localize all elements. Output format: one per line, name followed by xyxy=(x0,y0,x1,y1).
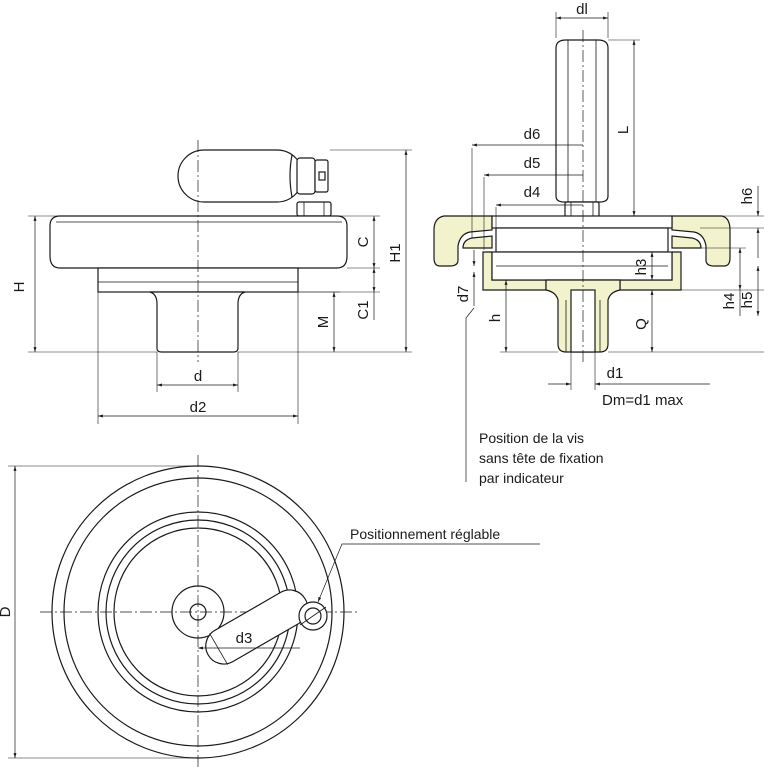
rim-section-left xyxy=(433,215,493,267)
label-H1: H1 xyxy=(387,243,404,262)
label-L: L xyxy=(615,126,632,134)
label-d6: d6 xyxy=(524,126,541,143)
label-d7: d7 xyxy=(455,286,472,303)
section-handle xyxy=(555,39,609,218)
label-d2: d2 xyxy=(190,399,207,416)
label-h3: h3 xyxy=(633,259,650,276)
front-rim xyxy=(49,215,348,269)
front-handle xyxy=(177,149,332,217)
note-screw-line-2: sans tête de fixation xyxy=(479,450,604,466)
label-d4: d4 xyxy=(524,184,541,201)
label-C: C xyxy=(355,236,372,247)
note-screw-position: Position de la vis sans tête de fixation… xyxy=(479,430,604,486)
label-C1: C1 xyxy=(355,300,372,319)
label-d: d xyxy=(194,368,202,385)
label-h6: h6 xyxy=(739,188,756,205)
label-dl: dl xyxy=(576,1,588,18)
label-D: D xyxy=(0,606,14,617)
label-M: M xyxy=(315,316,332,329)
note-adjustable-text: Positionnement réglable xyxy=(350,526,500,542)
label-h4: h4 xyxy=(721,293,738,310)
note-screw-line-3: par indicateur xyxy=(479,470,564,486)
label-H: H xyxy=(11,282,28,293)
label-Dm: Dm=d1 max xyxy=(602,392,684,409)
label-h: h xyxy=(487,314,504,322)
section-view: dl L d6 d5 d4 h6 h3 h4 h5 xyxy=(433,1,764,482)
rim-section-right xyxy=(671,215,731,267)
note-screw-line-1: Position de la vis xyxy=(479,430,584,446)
top-view: D d3 xyxy=(0,455,360,768)
top-handle xyxy=(205,589,309,665)
note-adjustable-position: Positionnement réglable xyxy=(317,526,540,603)
front-view: H H1 C C1 M d d2 xyxy=(11,140,412,424)
label-h5: h5 xyxy=(739,292,756,309)
label-d1: d1 xyxy=(607,365,624,382)
label-d5: d5 xyxy=(524,155,541,172)
label-d3: d3 xyxy=(236,630,253,647)
label-Q: Q xyxy=(633,318,650,330)
